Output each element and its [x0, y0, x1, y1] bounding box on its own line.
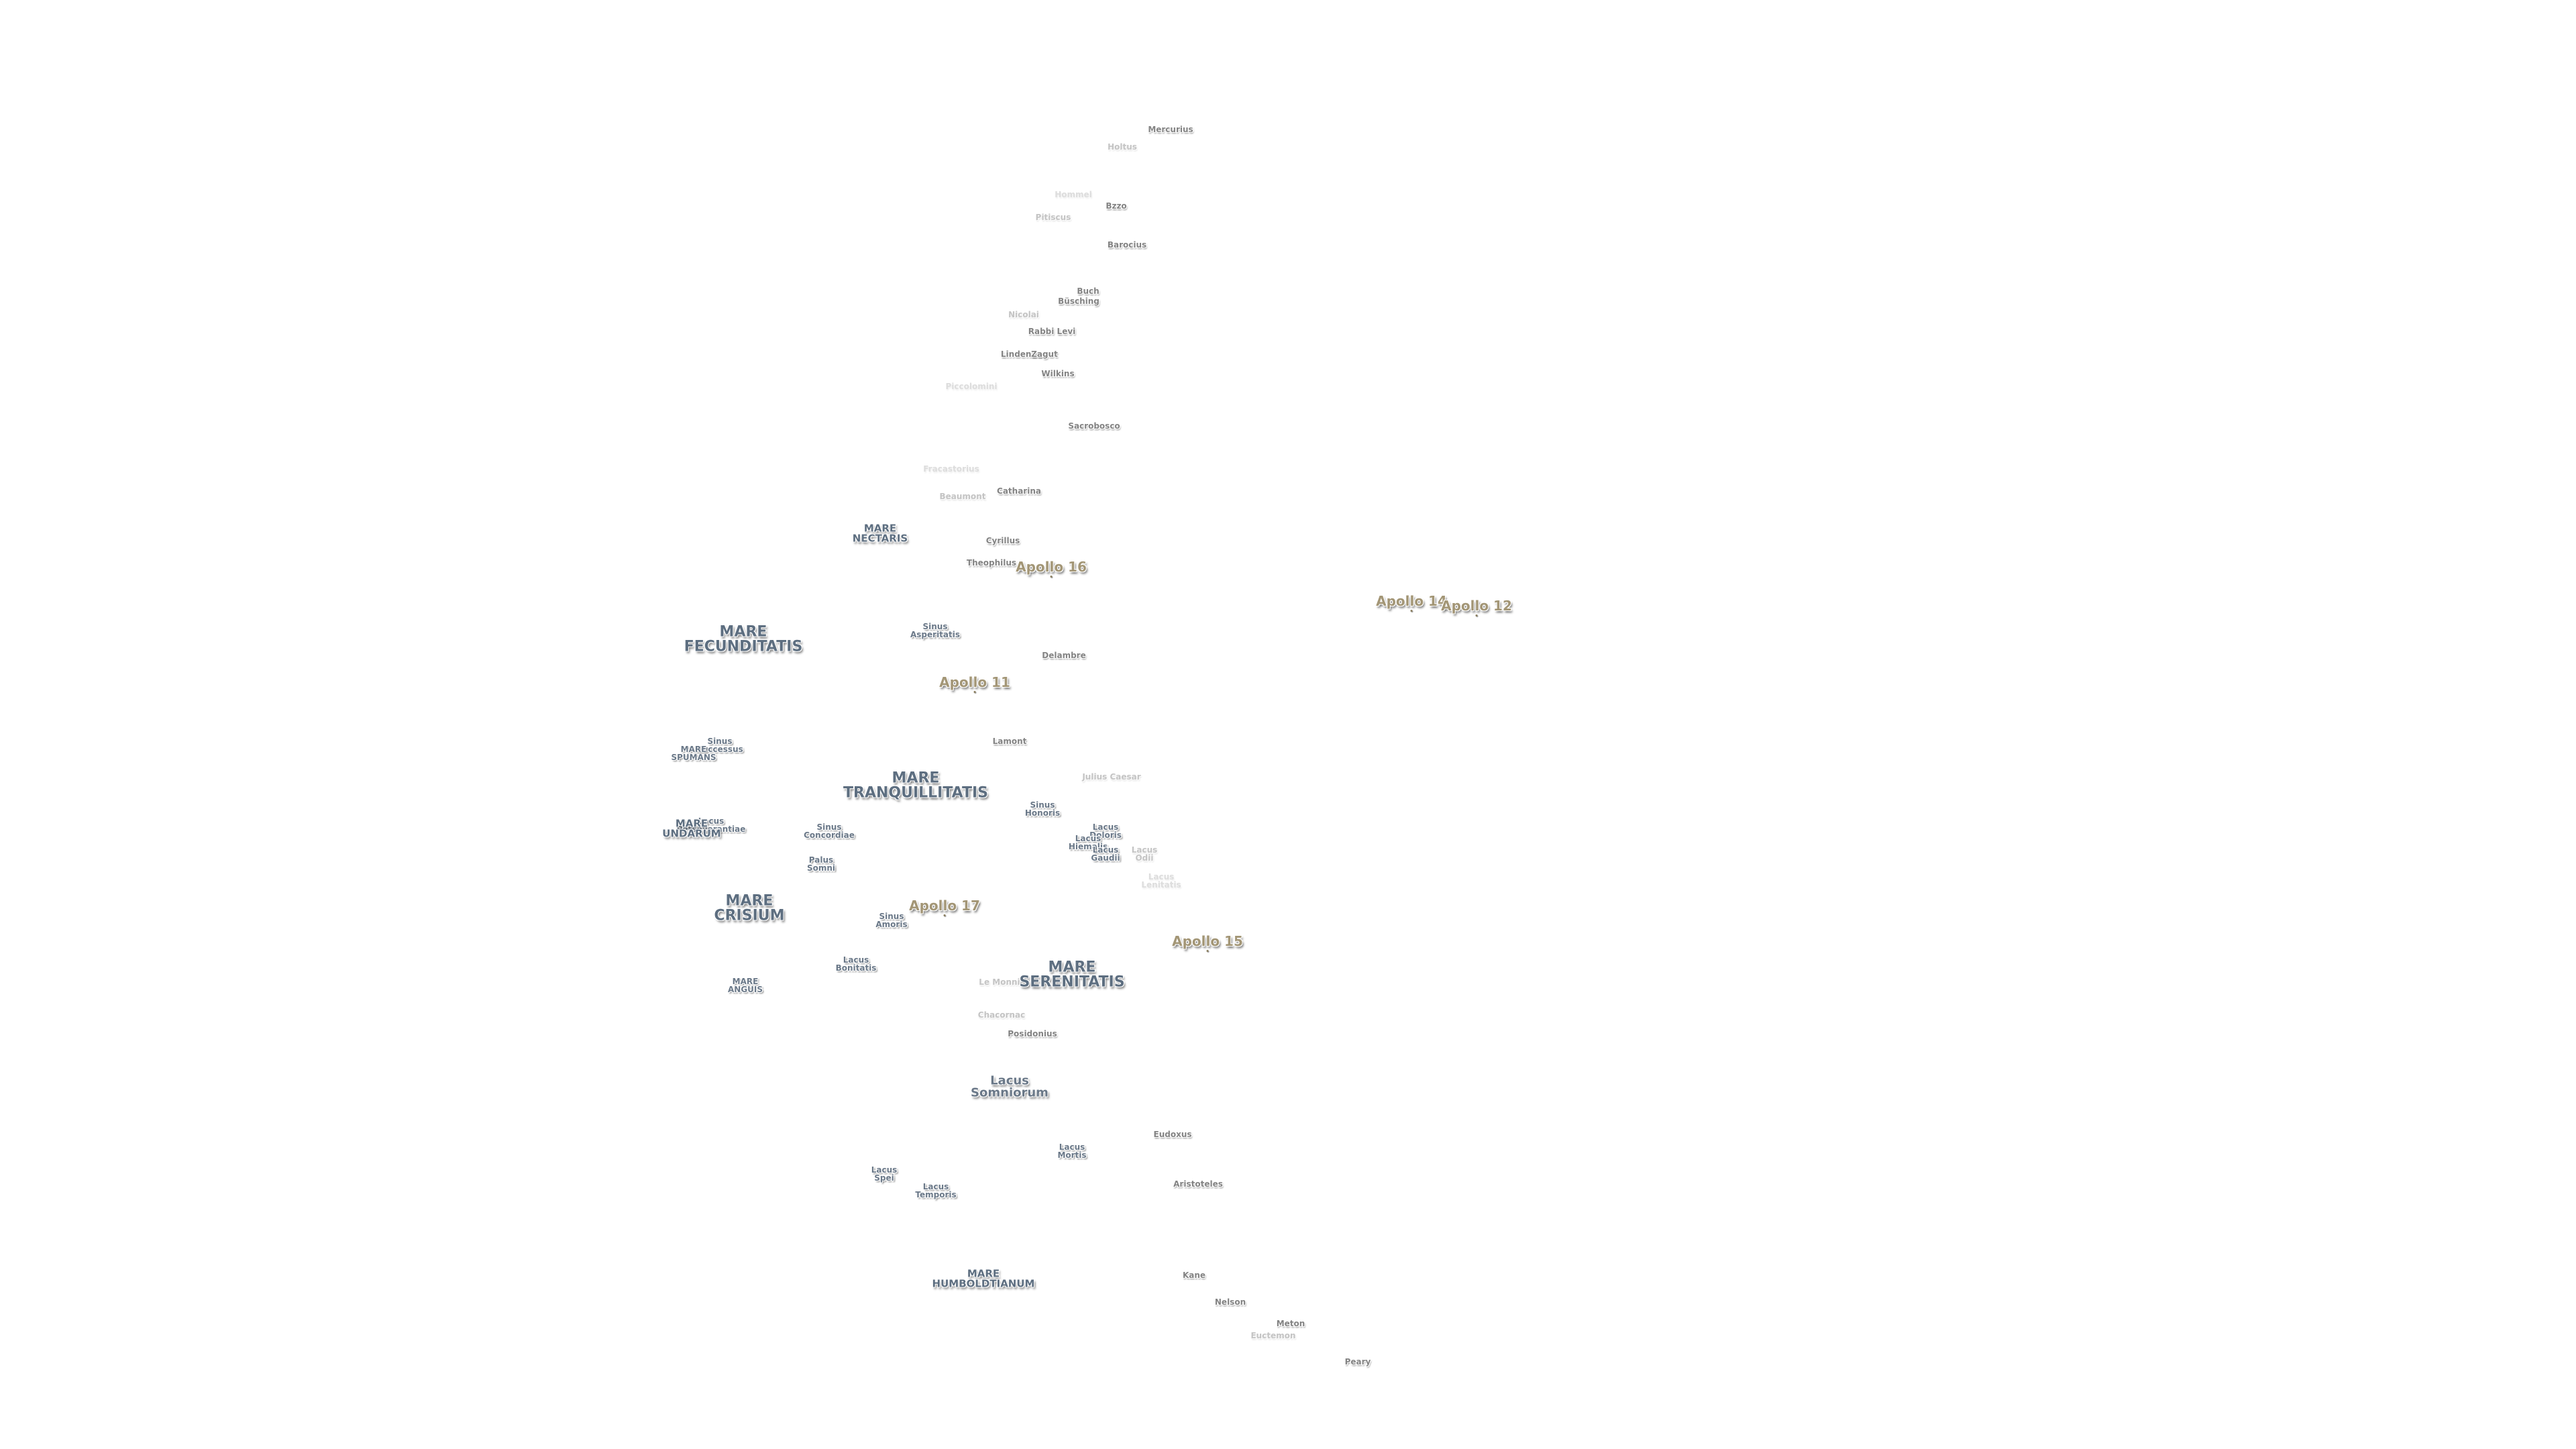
feature-mare-undarum[interactable]: MARE UNDARUM — [662, 817, 721, 840]
landing-site-apollo-11[interactable]: Apollo 11 — [939, 674, 1010, 690]
feature-mare-nectaris[interactable]: MARE NECTARIS — [852, 522, 908, 545]
feature-buch[interactable]: Buch — [1077, 286, 1099, 296]
feature-lacus-perseverantiae[interactable]: Lacus Perseverantiae — [676, 816, 746, 834]
feature-lamont[interactable]: Lamont — [992, 736, 1027, 746]
feature-lacus-temporis[interactable]: Lacus Temporis — [915, 1181, 957, 1199]
feature-fracastorius[interactable]: Fracastorius — [923, 464, 979, 474]
feature-catharina[interactable]: Catharina — [997, 486, 1041, 496]
feature-lacus-odii[interactable]: Lacus Odii — [1131, 845, 1158, 863]
feature-piccolomini[interactable]: Piccolomini — [945, 381, 998, 391]
feature-cyrillus[interactable]: Cyrillus — [985, 535, 1020, 545]
feature-sinus-asperitatis[interactable]: Sinus Asperitatis — [910, 621, 961, 639]
feature-nelson[interactable]: Nelson — [1214, 1297, 1246, 1307]
landing-site-apollo-12[interactable]: Apollo 12 — [1441, 597, 1512, 614]
feature-kane[interactable]: Kane — [1182, 1270, 1206, 1280]
feature-beaumont[interactable]: Beaumont — [939, 491, 986, 501]
feature-palus-somni[interactable]: Palus Somni — [806, 855, 836, 873]
feature-mercurius[interactable]: Mercurius — [1148, 124, 1193, 134]
feature-lindenau[interactable]: Lindenau — [1000, 349, 1043, 359]
feature-aristoteles[interactable]: Aristoteles — [1173, 1179, 1223, 1189]
feature-mare-tranquillitatis[interactable]: MARE TRANQUILLITATIS — [843, 769, 989, 802]
landing-site-apollo-17[interactable]: Apollo 17 — [909, 897, 980, 914]
feature-zagut[interactable]: Zagut — [1031, 349, 1058, 359]
landing-site-apollo-14[interactable]: Apollo 14 — [1376, 592, 1447, 609]
feature-mare-humboldtianum[interactable]: MARE HUMBOLDTIANUM — [932, 1267, 1035, 1290]
feature-holtus[interactable]: Holtus — [1108, 142, 1137, 152]
feature-sinus-amoris[interactable]: Sinus Amoris — [875, 911, 908, 929]
feature-lacus-bonitatis[interactable]: Lacus Bonitatis — [835, 955, 877, 973]
feature-delambre[interactable]: Delambre — [1042, 650, 1086, 660]
feature-julius-caesar[interactable]: Julius Caesar — [1082, 771, 1141, 782]
landing-site-apollo-15[interactable]: Apollo 15 — [1172, 932, 1243, 949]
landing-site-marker — [1050, 576, 1053, 578]
feature-mare-fecunditatis[interactable]: MARE FECUNDITATIS — [684, 623, 803, 655]
feature-wilkins[interactable]: Wilkins — [1041, 368, 1075, 378]
feature-lacus-gaudii[interactable]: Lacus Gaudii — [1091, 845, 1120, 863]
feature-bzzo[interactable]: Bzzo — [1106, 201, 1127, 211]
feature-nicolai[interactable]: Nicolai — [1008, 309, 1039, 319]
landing-site-marker — [1206, 950, 1209, 952]
feature-mare-crisium[interactable]: MARE CRISIUM — [714, 892, 785, 924]
feature-euctemon[interactable]: Euctemon — [1250, 1330, 1296, 1340]
landing-site-marker — [1475, 614, 1478, 616]
landing-site-marker — [1410, 610, 1413, 612]
feature-meton[interactable]: Meton — [1276, 1318, 1305, 1328]
feature-mare-spumans[interactable]: MARE SPUMANS — [671, 744, 716, 762]
feature-sacrobosco[interactable]: Sacrobosco — [1068, 421, 1120, 431]
feature-sinus-concordiae[interactable]: Sinus Concordiae — [804, 822, 855, 840]
feature-eudoxus[interactable]: Eudoxus — [1153, 1129, 1192, 1139]
feature-lacus-mortis[interactable]: Lacus Mortis — [1057, 1142, 1087, 1160]
feature-mare-serenitatis[interactable]: MARE SERENITATIS — [1019, 959, 1125, 991]
feature-posidonius[interactable]: Posidonius — [1008, 1028, 1057, 1038]
feature-rabbi-levi[interactable]: Rabbi Levi — [1028, 326, 1076, 336]
landing-site-apollo-16[interactable]: Apollo 16 — [1016, 558, 1087, 575]
feature-sinus-honoris[interactable]: Sinus Honoris — [1024, 800, 1061, 818]
feature-sinus-successus[interactable]: Sinus Successus — [696, 736, 743, 754]
landing-site-marker — [943, 914, 946, 916]
feature-hommel[interactable]: Hommel — [1055, 189, 1092, 199]
feature-lacus-doloris[interactable]: Lacus Doloris — [1089, 822, 1122, 840]
feature-theophilus[interactable]: Theophilus — [966, 557, 1017, 568]
feature-pitiscus[interactable]: Pitiscus — [1035, 212, 1071, 222]
feature-barocius[interactable]: Barocius — [1107, 239, 1147, 250]
feature-peary[interactable]: Peary — [1344, 1356, 1371, 1366]
feature-busching[interactable]: Büsching — [1058, 296, 1099, 306]
feature-chacornac[interactable]: Chacornac — [977, 1010, 1026, 1020]
feature-lacus-spei[interactable]: Lacus Spei — [871, 1165, 898, 1183]
feature-lacus-hiemalis[interactable]: Lacus Hiemalis — [1068, 833, 1108, 851]
landing-site-marker — [973, 691, 976, 693]
feature-mare-anguis[interactable]: MARE ANGUIS — [727, 976, 763, 994]
feature-le-monnier[interactable]: Le Monnier — [979, 977, 1030, 987]
feature-lacus-somniorum[interactable]: Lacus Somniorum — [971, 1073, 1049, 1100]
feature-lacus-lenitatis[interactable]: Lacus Lenitatis — [1141, 871, 1181, 890]
